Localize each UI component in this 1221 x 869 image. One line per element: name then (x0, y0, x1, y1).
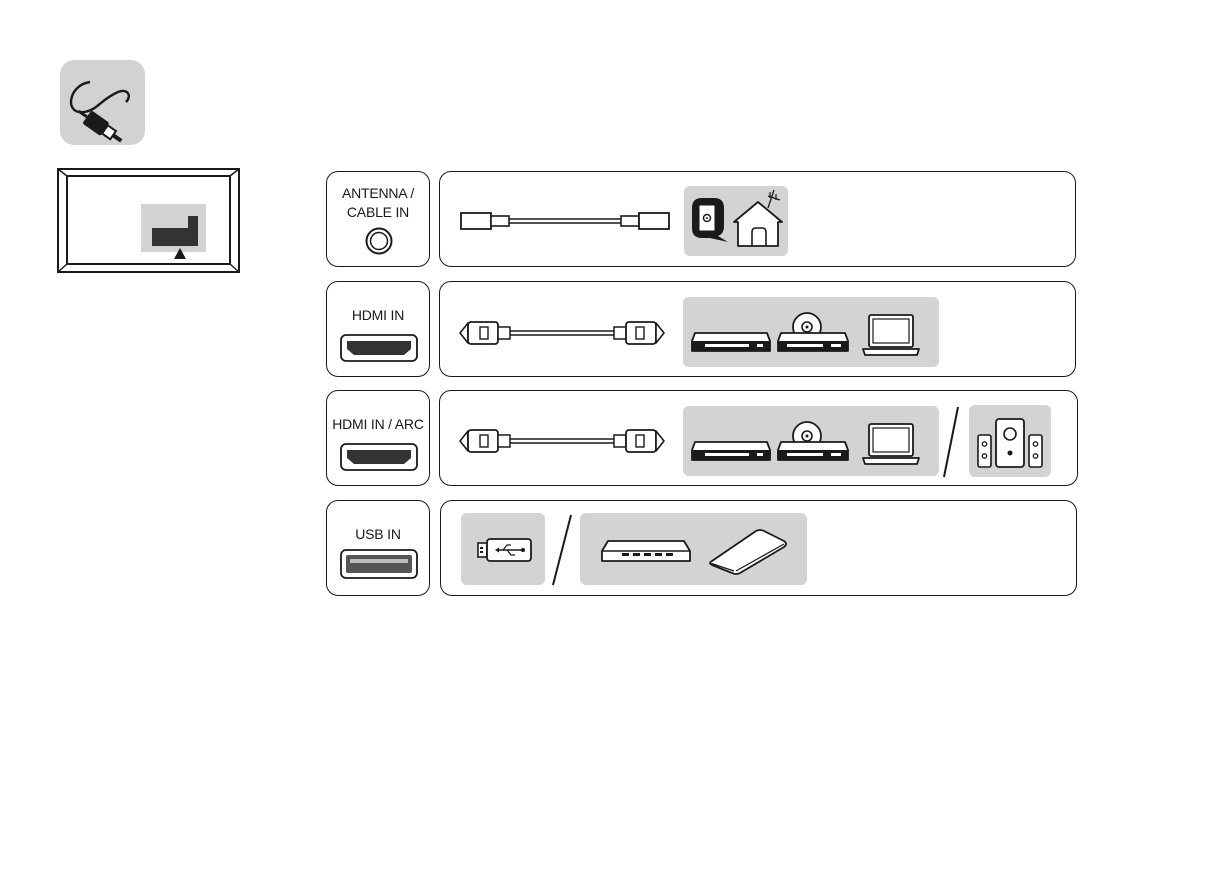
set-top-box-icon (691, 436, 771, 466)
hdmi-label: HDMI IN (327, 306, 429, 324)
antenna-connection-box (439, 171, 1076, 267)
set-top-box-icon (691, 327, 771, 357)
laptop-icon (861, 422, 921, 466)
external-hard-drive-icon (704, 527, 788, 575)
hdmi-arc-port-box: HDMI IN / ARC (326, 390, 430, 486)
separator-slash (549, 513, 575, 587)
usb-stick-tile (461, 513, 545, 585)
hdmi-port-icon (340, 443, 418, 471)
hdmi-arc-devices-tile (683, 406, 939, 476)
hdmi-devices-tile (683, 297, 939, 367)
house-antenna-icon (684, 186, 788, 256)
cable-plug-icon (60, 60, 145, 145)
hdmi-cable-icon (458, 428, 666, 454)
usb-devices-tile (580, 513, 807, 585)
antenna-label-line1: ANTENNA / (327, 184, 429, 202)
tv-rear-panel-icon (57, 168, 240, 273)
coaxial-jack-icon (365, 227, 393, 255)
usb-port-icon (340, 549, 418, 579)
antenna-port-box: ANTENNA / CABLE IN (326, 171, 430, 267)
speaker-tile (969, 405, 1051, 477)
hdmi-port-icon (340, 334, 418, 362)
hdmi-arc-label: HDMI IN / ARC (327, 415, 429, 433)
hdmi-connection-box (439, 281, 1076, 377)
usb-stick-icon (477, 537, 533, 563)
hdmi-arc-connection-box (439, 390, 1078, 486)
antenna-label-line2: CABLE IN (327, 203, 429, 221)
hdmi-port-box: HDMI IN (326, 281, 430, 377)
coaxial-cable-icon (460, 208, 670, 234)
laptop-icon (861, 313, 921, 357)
separator-slash (940, 405, 962, 479)
antenna-source-tile (684, 186, 788, 256)
speaker-system-icon (969, 405, 1051, 477)
hdmi-cable-icon (458, 320, 666, 346)
usb-port-box: USB IN (326, 500, 430, 596)
usb-label: USB IN (327, 525, 429, 543)
dvd-player-icon (777, 420, 849, 466)
usb-hub-icon (600, 539, 692, 565)
usb-connection-box (440, 500, 1077, 596)
header-cable-icon-tile (60, 60, 145, 145)
tv-rear-panel (57, 168, 240, 273)
dvd-player-icon (777, 311, 849, 357)
